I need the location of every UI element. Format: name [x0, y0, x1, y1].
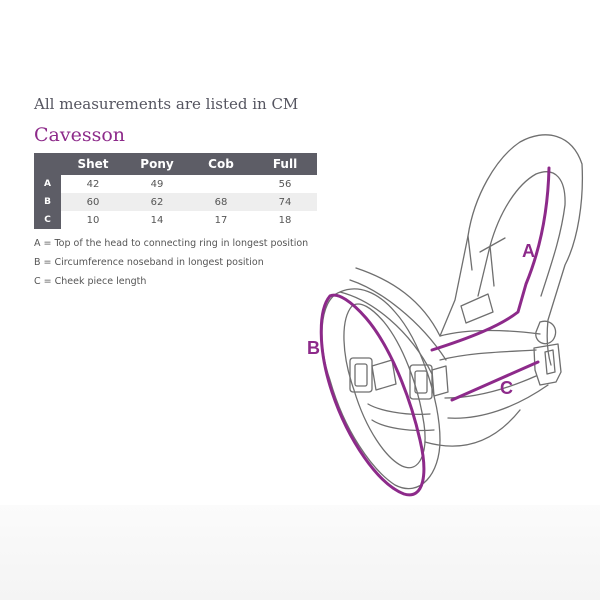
cell-c-cob: 17 — [214, 214, 228, 226]
legend-item-a: A = Top of the head to connecting ring i… — [34, 238, 309, 249]
measurement-lines — [319, 166, 551, 497]
table-row-c: C 10 14 17 18 — [34, 211, 317, 229]
measurement-line-b — [319, 293, 426, 497]
bottom-fade — [0, 505, 600, 600]
column-header-cob: Cob — [189, 153, 253, 175]
cell-a-shet: 42 — [86, 178, 100, 190]
row-key-c: C — [34, 211, 61, 229]
measurement-line-c — [450, 360, 540, 402]
measurement-legend: A = Top of the head to connecting ring i… — [34, 238, 308, 295]
diagram-label-c: C — [500, 378, 513, 398]
column-header-full: Full — [253, 153, 317, 175]
cell-c-pony: 14 — [150, 214, 164, 226]
table-corner-cell — [34, 153, 61, 175]
table-header-row: Shet Pony Cob Full — [34, 153, 317, 175]
cell-b-cob: 68 — [189, 193, 253, 211]
table-row-b: B 60 62 68 74 — [34, 193, 317, 211]
row-key-b: B — [34, 193, 61, 211]
cell-b-shet: 60 — [61, 193, 125, 211]
column-header-pony: Pony — [125, 153, 189, 175]
legend-item-c: C = Cheek piece length — [34, 276, 147, 287]
table-row-a: A 42 49 56 — [34, 175, 317, 193]
measurement-line-a — [430, 166, 551, 352]
product-title: Cavesson — [34, 124, 126, 146]
cell-c-full: 18 — [278, 214, 292, 226]
diagram-label-a: A — [522, 241, 535, 261]
size-table: Shet Pony Cob Full A 42 49 56 B 60 62 68… — [34, 153, 317, 229]
diagram-label-b: B — [307, 338, 320, 358]
legend-item-b: B = Circumference noseband in longest po… — [34, 257, 264, 268]
cell-a-full: 56 — [278, 178, 292, 190]
measurements-heading: All measurements are listed in CM — [34, 95, 299, 113]
cell-c-shet: 10 — [86, 214, 100, 226]
row-key-a: A — [34, 175, 61, 193]
cell-b-pony: 62 — [125, 193, 189, 211]
cell-b-full: 74 — [253, 193, 317, 211]
cell-a-pony: 49 — [150, 178, 164, 190]
column-header-shet: Shet — [61, 153, 125, 175]
